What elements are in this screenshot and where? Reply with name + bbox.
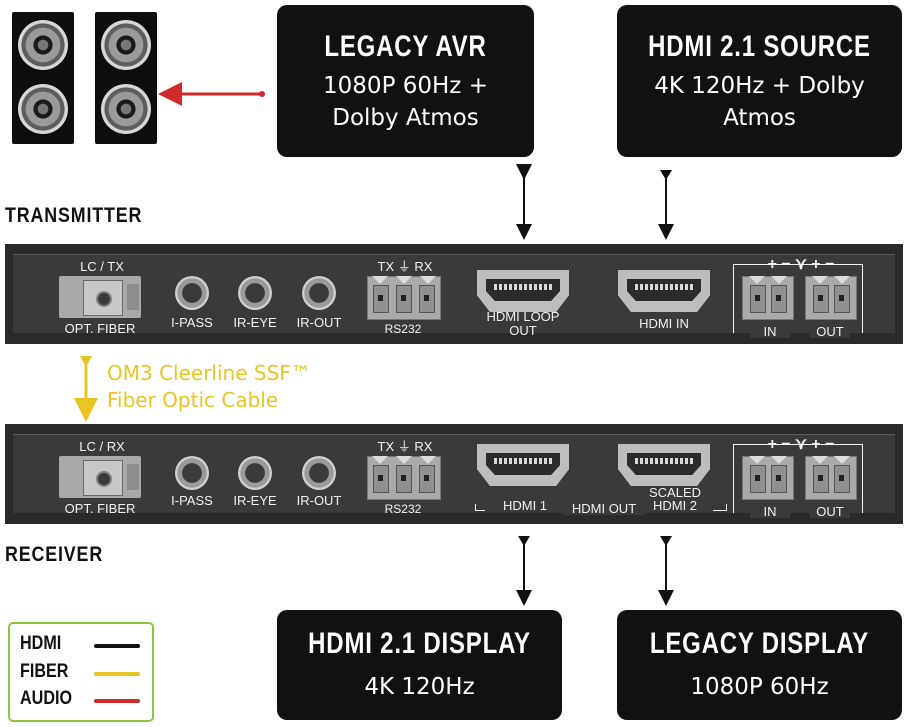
speaker-driver-icon [101, 20, 151, 70]
speaker-driver-icon [101, 84, 151, 134]
tx-rs232-label: RS232 [384, 322, 422, 336]
rx-hdmi1-port [477, 444, 569, 486]
speaker-left [12, 12, 74, 144]
receiver-panel: LC / RX OPT. FIBER I-PASS IR-EYE IR-OUT … [5, 424, 903, 524]
legend-audio-line [94, 699, 140, 703]
tx-audio-bracket [733, 264, 863, 333]
rx-hdmi2-port [618, 444, 710, 486]
legacy-avr-box: LEGACY AVR 1080P 60Hz + Dolby Atmos [277, 5, 534, 157]
tx-audio-out-terminal [805, 276, 857, 320]
fiber-cable-line2: Fiber Optic Cable [107, 388, 279, 412]
rx-fiber-port [59, 456, 141, 498]
hdmi21-source-sub: 4K 120Hz + Dolby Atmos [654, 73, 865, 131]
rx-irout-label: IR-OUT [296, 493, 342, 508]
rx-ipass-label: I-PASS [171, 493, 213, 508]
tx-hdmi-loop-label-1: HDMI LOOP [486, 309, 560, 324]
fiber-cable-line1: OM3 Cleerline SSF™ [107, 361, 311, 385]
rx-scaled-label-1: SCALED [648, 485, 702, 500]
legend-audio-label: AUDIO [20, 688, 73, 709]
legend-fiber-line [94, 672, 140, 676]
tx-rs232-top-label: TX ⏚ RX [377, 259, 433, 274]
rx-audio-in-label: IN [750, 505, 790, 518]
legacy-avr-title: LEGACY AVR [324, 30, 487, 63]
rx-fiber-top-label: LC / RX [79, 439, 125, 454]
rx-ireye-label: IR-EYE [233, 493, 277, 508]
legacy-avr-sub: 1080P 60Hz + Dolby Atmos [323, 73, 488, 131]
hdmi21-source-box: HDMI 2.1 SOURCE 4K 120Hz + Dolby Atmos [617, 5, 902, 157]
rx-ipass-jack [175, 456, 209, 490]
rx-audio-bracket [733, 444, 863, 513]
legend: HDMI FIBER AUDIO [8, 622, 154, 722]
tx-hdmi-loop-label-2: OUT [509, 323, 537, 338]
rx-audio-in-terminal [742, 456, 794, 500]
tx-audio-out-label: OUT [810, 325, 850, 338]
rx-hdmi1-label: HDMI 1 [485, 499, 565, 512]
tx-ireye-jack [238, 276, 272, 310]
speaker-driver-icon [18, 20, 68, 70]
tx-ireye-label: IR-EYE [233, 315, 277, 330]
rx-rs232-top-label: TX ⏚ RX [377, 439, 433, 454]
fiber-cable-label: OM3 Cleerline SSF™ Fiber Optic Cable [107, 360, 311, 414]
speaker-right [95, 12, 157, 144]
rx-rs232-terminal [367, 456, 441, 500]
legend-hdmi-line [94, 644, 140, 648]
transmitter-label: TRANSMITTER [5, 204, 143, 227]
rx-rs232-label: RS232 [384, 502, 422, 516]
receiver-label: RECEIVER [5, 543, 104, 566]
legend-hdmi-label: HDMI [20, 633, 62, 654]
hdmi21-display-box: HDMI 2.1 DISPLAY 4K 120Hz [277, 610, 562, 720]
hdmi21-display-title: HDMI 2.1 DISPLAY [308, 627, 531, 660]
rx-audio-out-label: OUT [810, 505, 850, 518]
tx-hdmi-loop-port [477, 270, 569, 312]
speaker-driver-icon [18, 84, 68, 134]
tx-ipass-label: I-PASS [171, 315, 213, 330]
tx-hdmi-in-label: HDMI IN [639, 316, 689, 331]
tx-fiber-top-label: LC / TX [80, 259, 124, 274]
tx-fiber-bottom-label: OPT. FIBER [64, 321, 136, 336]
tx-irout-jack [302, 276, 336, 310]
tx-rs232-terminal [367, 276, 441, 320]
rx-irout-jack [302, 456, 336, 490]
tx-audio-in-terminal [742, 276, 794, 320]
tx-audio-in-label: IN [750, 325, 790, 338]
legacy-display-box: LEGACY DISPLAY 1080P 60Hz [617, 610, 902, 720]
rx-scaled-label-2: HDMI 2 [637, 499, 713, 512]
hdmi21-display-sub: 4K 120Hz [364, 674, 475, 700]
legacy-display-title: LEGACY DISPLAY [649, 627, 870, 660]
rx-fiber-bottom-label: OPT. FIBER [64, 501, 136, 516]
tx-irout-label: IR-OUT [296, 315, 342, 330]
legacy-display-sub: 1080P 60Hz [690, 674, 829, 700]
tx-ipass-jack [175, 276, 209, 310]
audio-arrow-tail [259, 91, 265, 97]
transmitter-panel: LC / TX OPT. FIBER I-PASS IR-EYE IR-OUT … [5, 244, 903, 344]
tx-fiber-port [59, 276, 141, 318]
rx-hdmi-out-label: HDMI OUT [563, 502, 645, 515]
rx-ireye-jack [238, 456, 272, 490]
hdmi21-source-title: HDMI 2.1 SOURCE [648, 30, 871, 63]
tx-hdmi-in-port [618, 270, 710, 312]
rx-audio-out-terminal [805, 456, 857, 500]
legend-fiber-label: FIBER [20, 661, 69, 682]
